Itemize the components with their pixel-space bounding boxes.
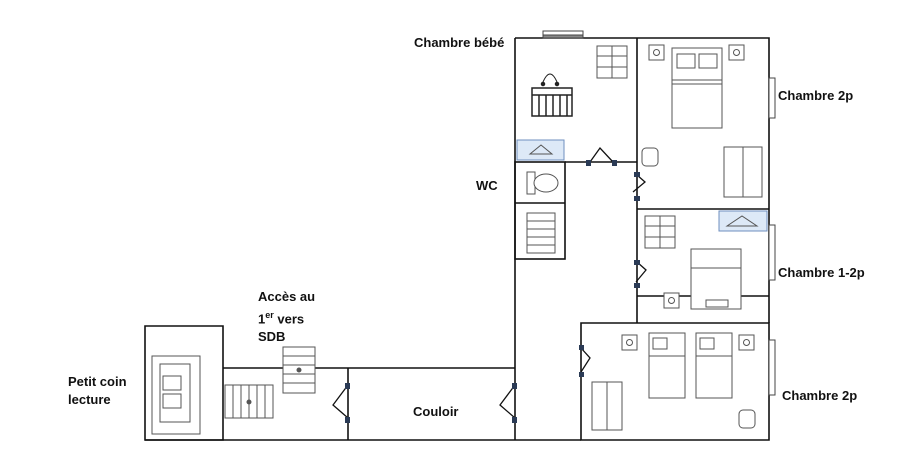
label-petit-coin-line2: lecture xyxy=(68,392,111,407)
doors xyxy=(332,146,647,419)
door-markers xyxy=(345,160,640,423)
wardrobe-baby xyxy=(516,139,565,161)
dresser-1-2p xyxy=(644,215,676,249)
staircase-sdb xyxy=(282,346,316,394)
chair-top xyxy=(641,147,659,167)
double-bed-top xyxy=(671,47,723,129)
bed-1-2p xyxy=(690,248,742,310)
wardrobe-bottom xyxy=(591,381,623,431)
staircase-reading xyxy=(224,384,274,419)
label-acces-line2-base: 1 xyxy=(258,311,266,327)
stairs-wc xyxy=(526,212,556,254)
nightstand-1-2p xyxy=(663,292,680,309)
crib xyxy=(531,73,573,117)
label-petit-coin-lecture: Petit coin lecture xyxy=(68,373,127,409)
toilet xyxy=(526,171,559,195)
label-chambre-2p-top: Chambre 2p xyxy=(778,88,854,103)
label-chambre-bebe: Chambre bébé xyxy=(414,35,505,50)
label-acces-sdb: Accès au 1er vers SDB xyxy=(258,288,315,346)
label-chambre-2p-bottom: Chambre 2p xyxy=(782,388,858,403)
wardrobe-top xyxy=(723,146,763,198)
chair-bottom xyxy=(738,409,756,429)
label-chambre-1-2p: Chambre 1-2p xyxy=(778,265,865,280)
label-acces-line2-rest: vers xyxy=(273,311,305,327)
label-acces-line2-sup: er xyxy=(265,310,274,320)
wardrobe-1-2p xyxy=(718,210,768,232)
label-petit-coin-line1: Petit coin xyxy=(68,374,127,389)
sofa-reading xyxy=(151,355,201,435)
nightstands-top xyxy=(648,44,745,61)
label-couloir: Couloir xyxy=(413,404,459,419)
dresser-baby xyxy=(596,45,628,79)
nightstands-bottom xyxy=(621,334,755,351)
twin-beds xyxy=(648,332,733,399)
label-acces-line3: SDB xyxy=(258,329,286,345)
label-wc: WC xyxy=(476,178,498,193)
label-acces-line1: Accès au xyxy=(258,289,316,304)
windows xyxy=(542,30,776,396)
label-acces-line2: 1er vers xyxy=(258,306,315,328)
